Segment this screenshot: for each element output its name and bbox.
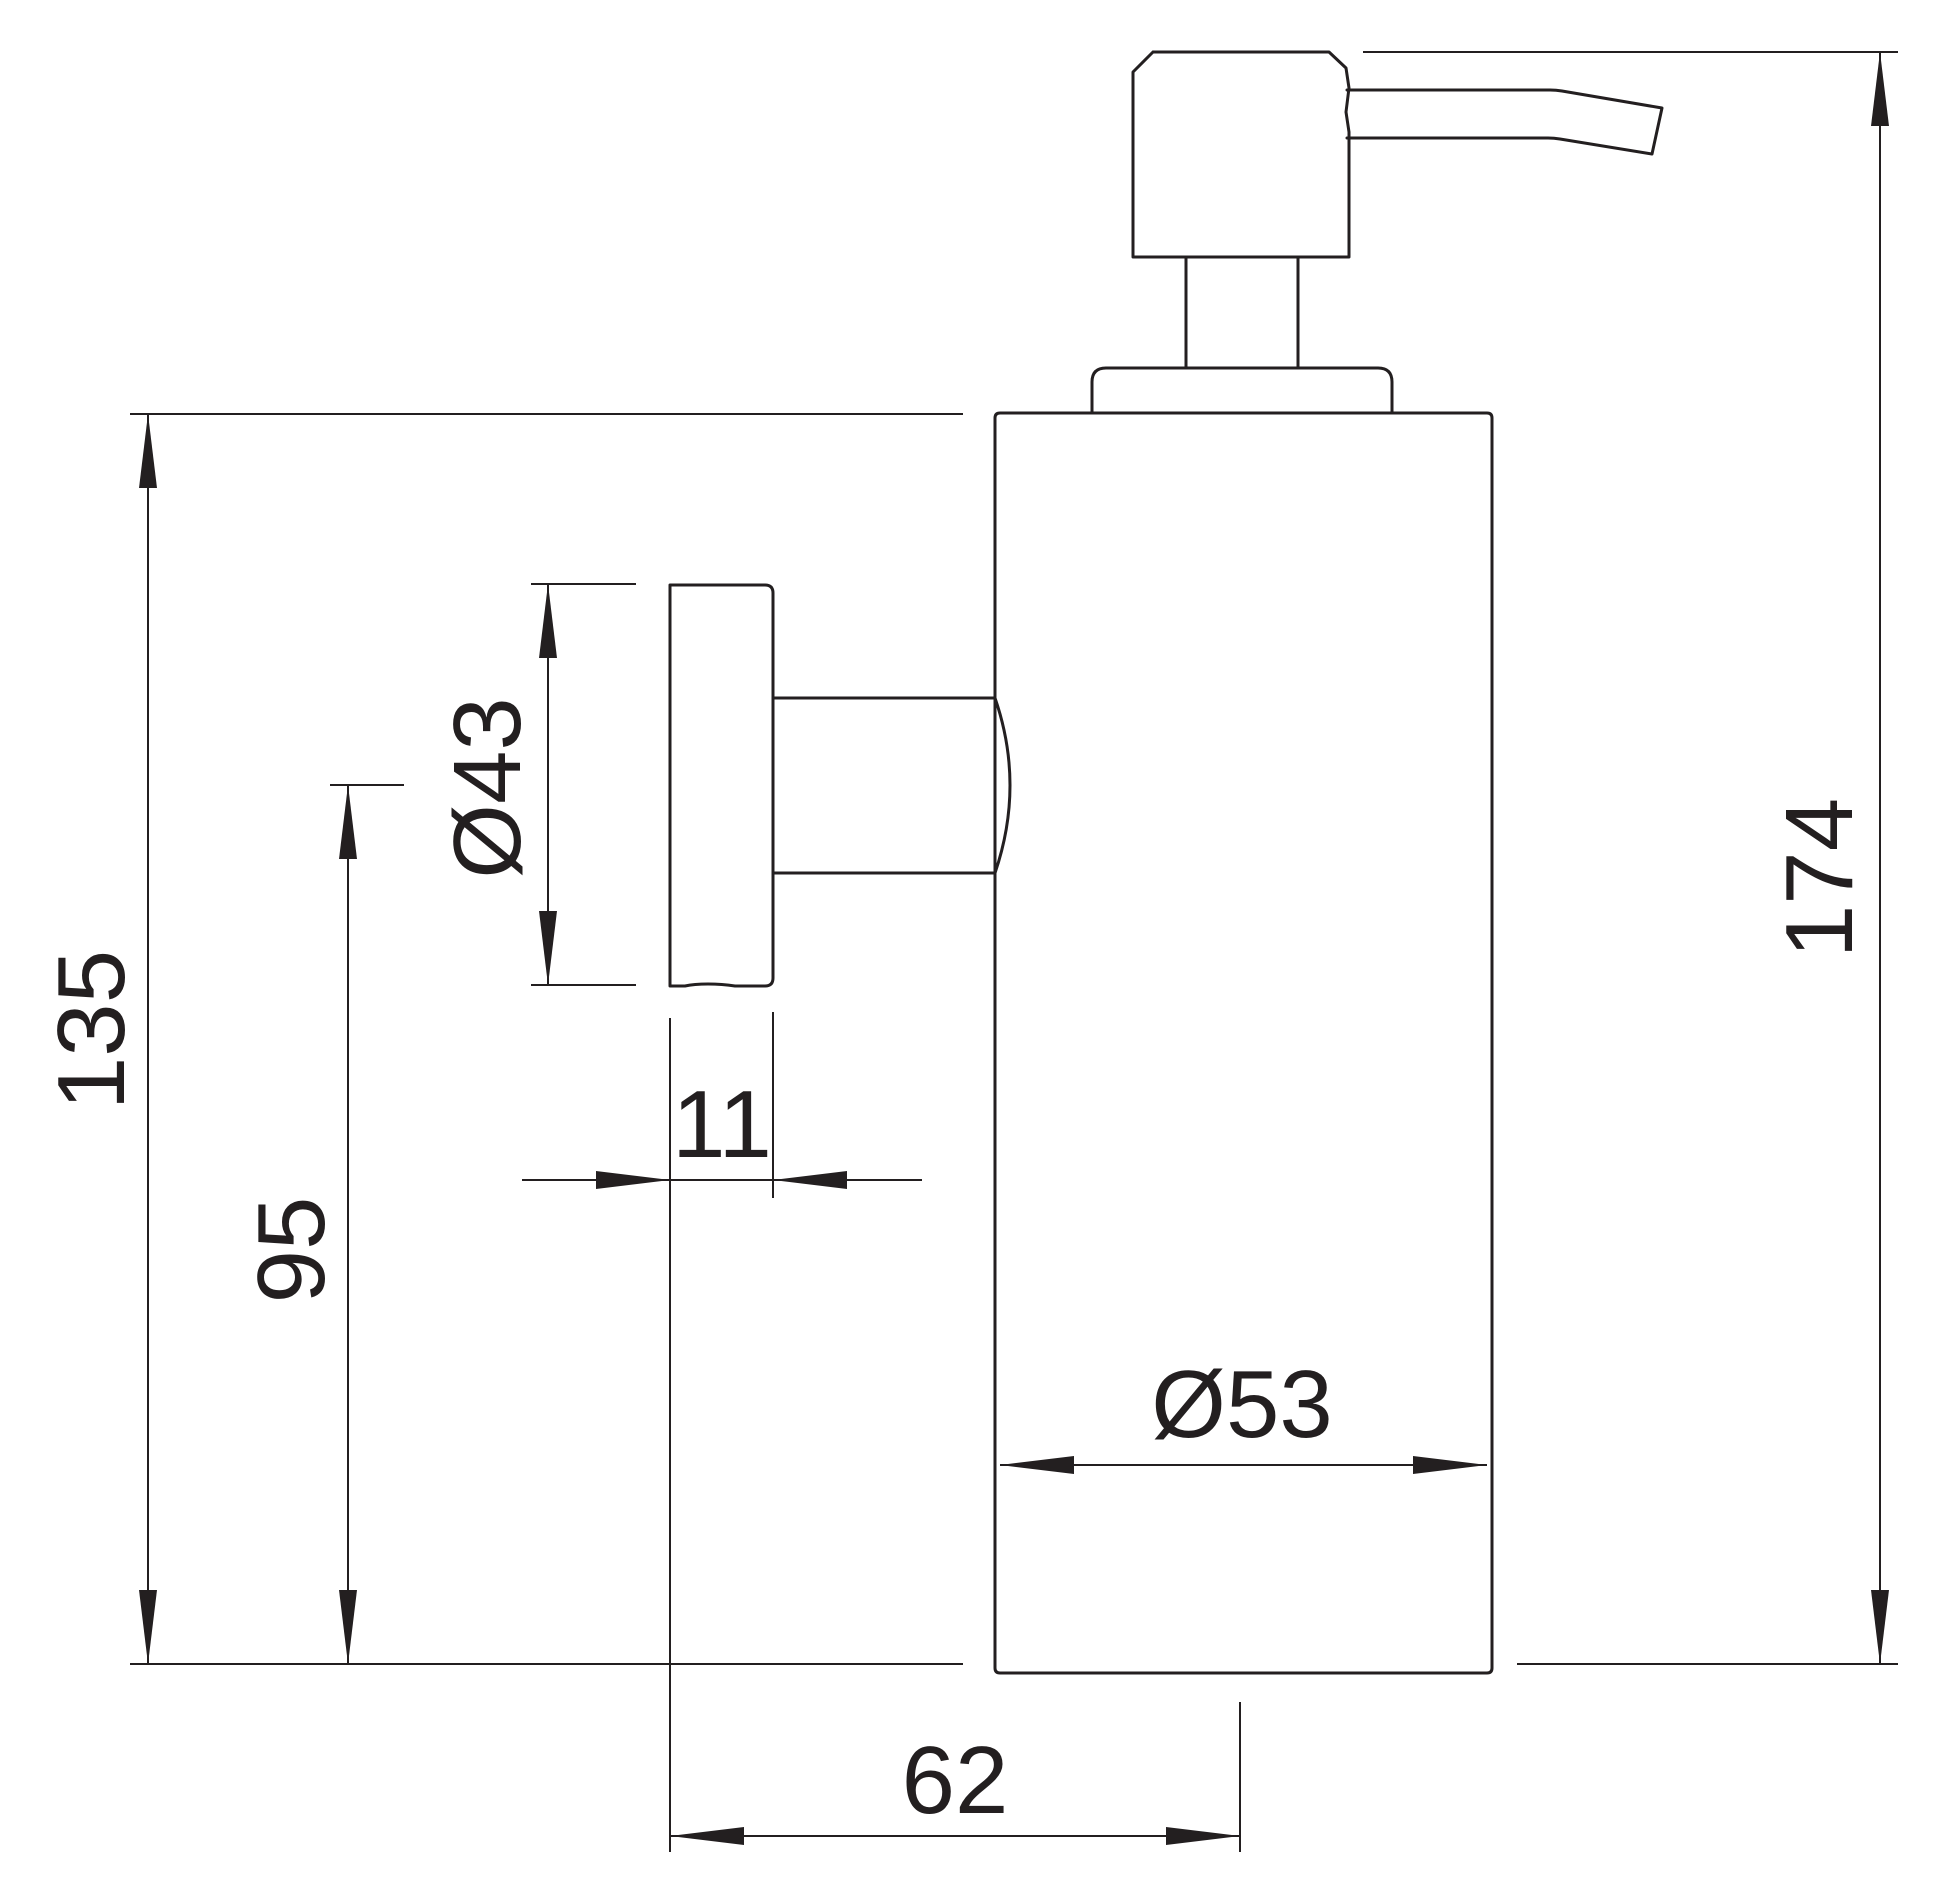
dimension-plate-diameter: Ø43: [434, 584, 557, 985]
plate-diameter-label: Ø43: [434, 697, 541, 878]
mount-height-label: 95: [238, 1197, 345, 1304]
pump-collar: [1090, 366, 1394, 415]
pump-stem: [1184, 255, 1300, 370]
dimension-body-height: 135: [38, 414, 157, 1664]
wall-plate: [668, 583, 775, 988]
extension-lines: [130, 51, 1898, 1852]
dimension-wall-projection: 62: [670, 1727, 1240, 1845]
dispenser-body: [993, 411, 1494, 1675]
total-height-label: 174: [1766, 798, 1873, 958]
pump-nozzle: [1345, 88, 1664, 156]
body-diameter-label: Ø53: [1151, 1351, 1332, 1458]
mounting-arm: [771, 696, 1012, 875]
pump-head: [1131, 50, 1351, 259]
plate-thickness-label: 11: [672, 1071, 772, 1178]
wall-projection-label: 62: [902, 1727, 1009, 1834]
dimension-mount-height: 95: [238, 785, 357, 1664]
dimension-plate-thickness: 11: [522, 1071, 922, 1189]
dimension-body-diameter: Ø53: [1000, 1351, 1487, 1474]
body-height-label: 135: [38, 950, 145, 1110]
dimension-total-height: 174: [1766, 52, 1889, 1664]
